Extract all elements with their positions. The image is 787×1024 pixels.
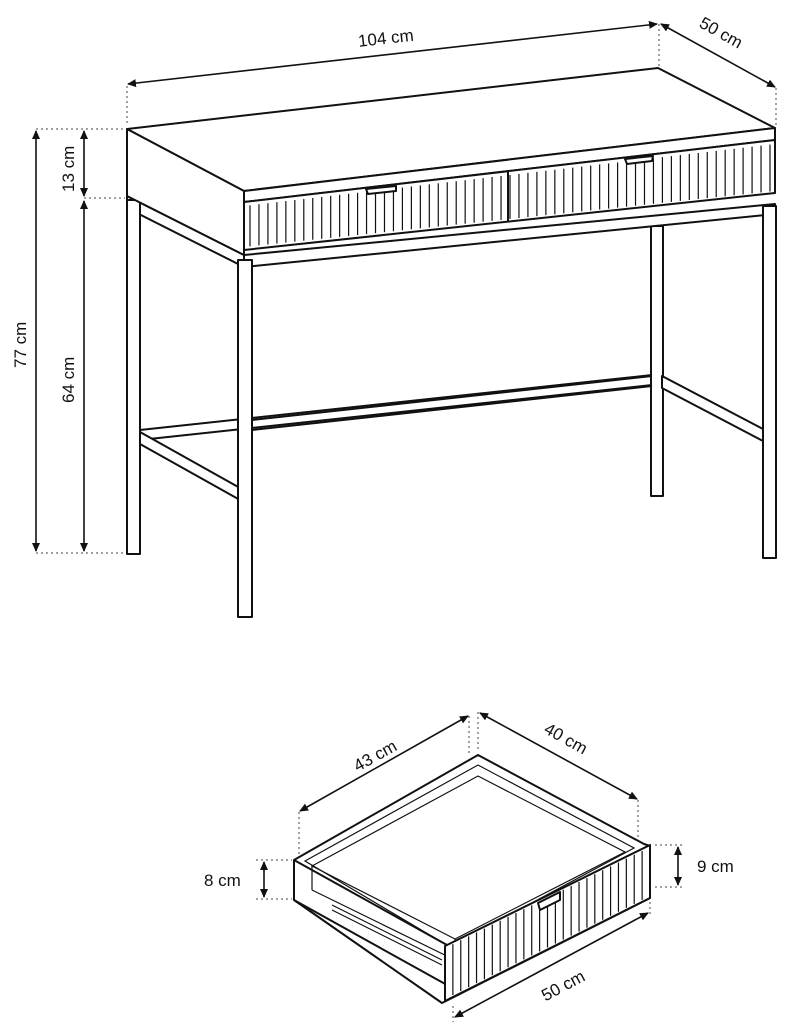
desk-top-height-label: 13 cm xyxy=(59,146,78,192)
drawer-front-height-dimension: 9 cm xyxy=(655,844,734,888)
drawer-inner-depth-label: 40 cm xyxy=(541,719,591,758)
desk-total-height-label: 77 cm xyxy=(11,322,30,368)
desk-top-height-dimension: 13 cm xyxy=(59,130,125,199)
drawer-front-height-label: 9 cm xyxy=(697,857,734,876)
drawer-outer-depth-label: 50 cm xyxy=(538,967,588,1006)
desk-width-label: 104 cm xyxy=(357,26,415,51)
drawer-width-label: 43 cm xyxy=(350,736,400,775)
desk-back-legs xyxy=(139,225,664,497)
desk-lower-rails xyxy=(139,375,766,501)
desk-leg-height-label: 64 cm xyxy=(59,357,78,403)
desk-leg-height-dimension: 64 cm xyxy=(59,200,88,552)
drawer-handle-left xyxy=(365,185,397,195)
desk-top-box xyxy=(126,67,776,256)
drawer-fluting xyxy=(249,144,771,247)
desk-leg-front-left xyxy=(237,259,253,618)
desk-leg-front-right xyxy=(762,205,777,559)
drawer-handle-right xyxy=(624,155,654,165)
drawer-side-height-label: 8 cm xyxy=(204,871,241,890)
drawer-front-handle xyxy=(537,891,561,911)
desk-depth-label: 50 cm xyxy=(696,13,746,52)
desk-width-dimension: 104 cm xyxy=(126,20,660,126)
desk-drawing: 104 cm 50 cm 77 cm 13 cm 64 cm xyxy=(11,13,777,618)
drawer-side-height-dimension: 8 cm xyxy=(204,859,292,900)
desk-leg-back-left xyxy=(126,199,141,555)
desk-total-height-dimension: 77 cm xyxy=(11,128,125,554)
drawer-drawing: 43 cm 40 cm 9 cm 8 cm 50 cm xyxy=(204,712,734,1022)
